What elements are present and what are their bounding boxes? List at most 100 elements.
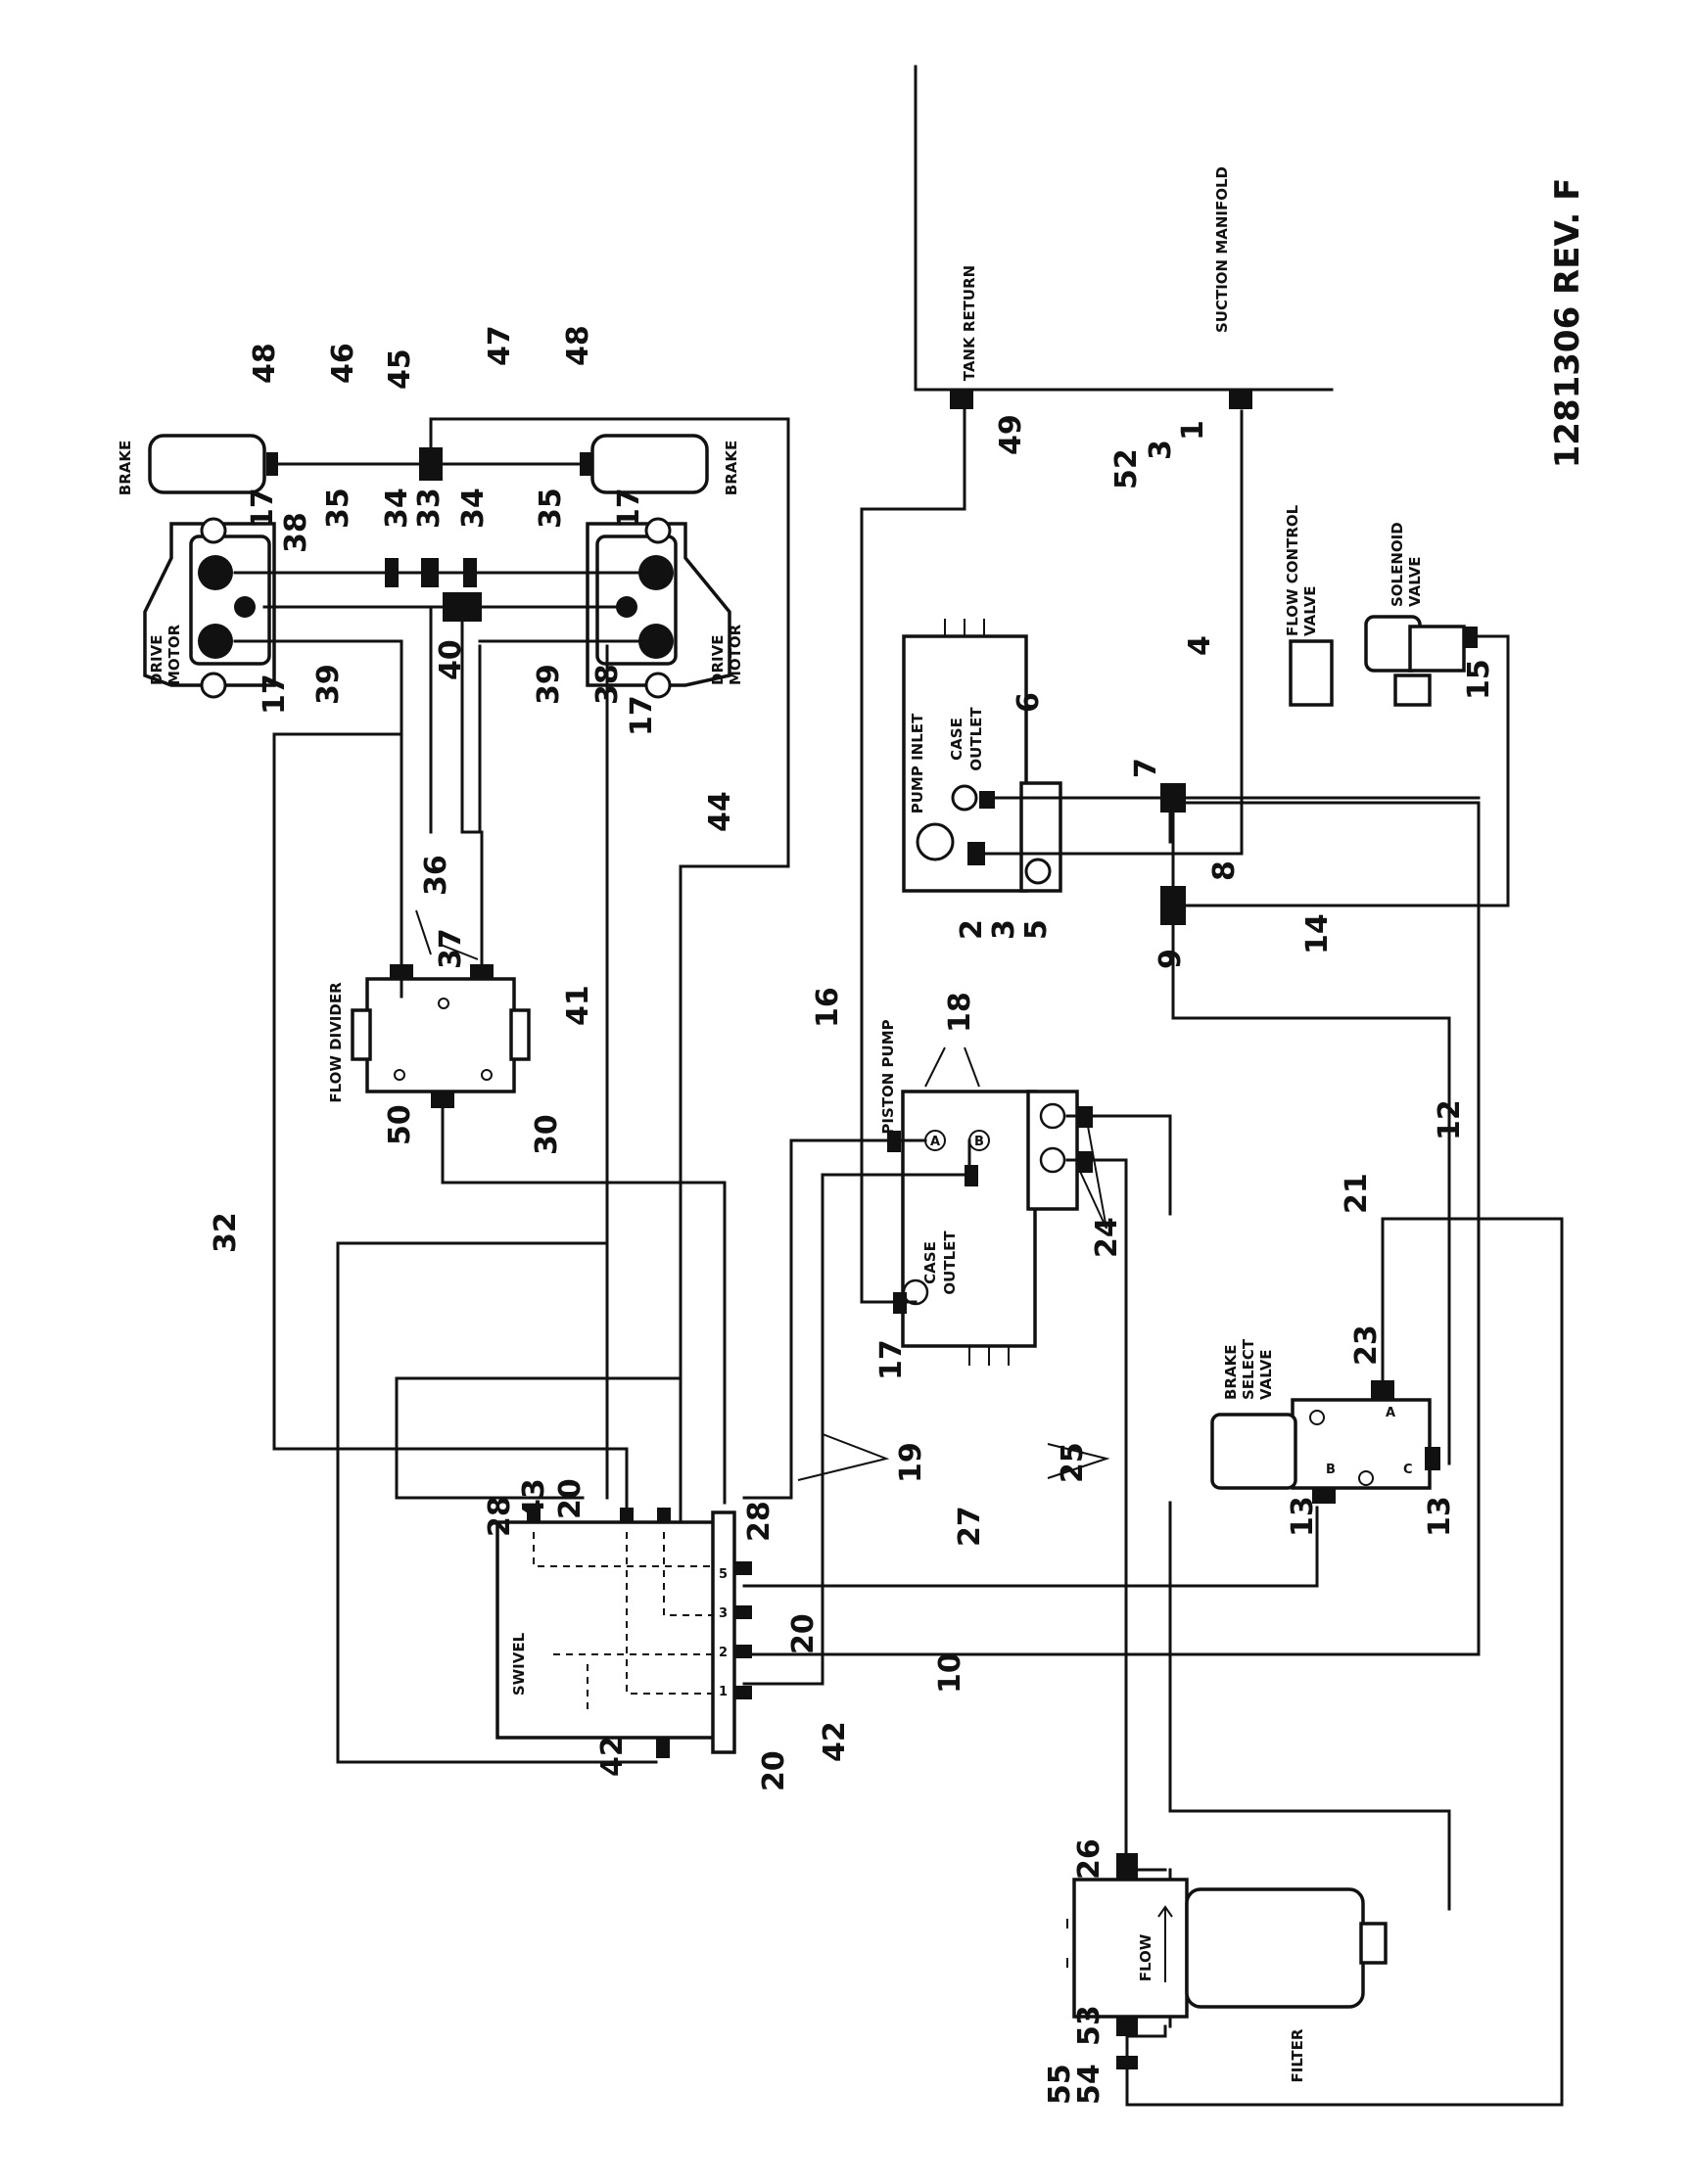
- callout-7: 7: [1129, 758, 1163, 778]
- callout-20-top: 20: [553, 1478, 588, 1519]
- port-a-letter-bsv: A: [1386, 1406, 1395, 1420]
- callout-17-a: 17: [246, 488, 280, 529]
- callout-3-pump: 3: [987, 919, 1021, 940]
- callout-35-b: 35: [534, 488, 568, 529]
- callout-49: 49: [994, 414, 1028, 455]
- callout-48-left: 48: [248, 343, 282, 384]
- callout-44: 44: [703, 791, 737, 832]
- brake-select-valve-label: BRAKESELECTVALVE: [1222, 1338, 1275, 1400]
- callout-38-b: 38: [590, 664, 625, 705]
- callout-34-b: 34: [456, 488, 491, 529]
- callout-32: 32: [209, 1212, 243, 1253]
- callout-24: 24: [1090, 1217, 1124, 1258]
- callout-5: 5: [1019, 919, 1054, 940]
- callout-30: 30: [530, 1114, 564, 1155]
- brake-select-valve: A B C BRAKESELECTVALVE: [1210, 1338, 1440, 1504]
- callout-43: 43: [517, 1478, 551, 1519]
- drive-motor-left: DRIVEMOTOR: [143, 517, 276, 699]
- callout-47: 47: [483, 325, 517, 366]
- callout-38-a: 38: [279, 512, 313, 553]
- swivel-port-2: 2: [719, 1646, 728, 1660]
- callout-12: 12: [1433, 1099, 1467, 1140]
- callout-55: 55: [1043, 2064, 1077, 2105]
- callout-41: 41: [561, 985, 595, 1026]
- swivel-port-3: 3: [719, 1606, 728, 1621]
- swivel-port-1: 1: [719, 1685, 728, 1699]
- callout-3-manifold: 3: [1144, 440, 1178, 460]
- callout-39-a: 39: [311, 664, 346, 705]
- callout-15: 15: [1462, 659, 1496, 700]
- brake-right-label: BRAKE: [723, 441, 740, 495]
- brake-left-fitting: [266, 452, 278, 476]
- port-c-letter-bsv: C: [1403, 1463, 1413, 1477]
- callout-50: 50: [383, 1104, 417, 1145]
- callout-21: 21: [1340, 1173, 1374, 1214]
- callout-17-c: 17: [258, 674, 292, 715]
- drive-motor-right-label: DRIVEMOTOR: [709, 624, 744, 685]
- flow-control-valve: FLOW CONTROLVALVE SOLENOIDVALVE: [1284, 504, 1478, 707]
- brake-right: BRAKE: [590, 434, 740, 495]
- solenoid-valve-label: SOLENOIDVALVE: [1389, 522, 1424, 607]
- callout-39-b: 39: [532, 664, 566, 705]
- callout-20-bottom: 20: [757, 1750, 791, 1791]
- callout-26: 26: [1072, 1838, 1106, 1880]
- flow-divider-label: FLOW DIVIDER: [327, 982, 345, 1103]
- callout-20-mid: 20: [786, 1613, 821, 1654]
- callout-42-left: 42: [595, 1736, 630, 1777]
- callout-45: 45: [383, 349, 417, 390]
- port-b-letter-bsv: B: [1326, 1463, 1336, 1477]
- filter-flow-label: FLOW: [1137, 1933, 1154, 1981]
- flow-divider: FLOW DIVIDER: [327, 964, 531, 1108]
- swivel-port-5: 5: [719, 1567, 728, 1582]
- callout-25: 25: [1056, 1442, 1090, 1483]
- callout-4: 4: [1183, 635, 1217, 656]
- callout-8: 8: [1207, 860, 1242, 881]
- filter-label: FILTER: [1289, 2028, 1306, 2082]
- callout-52: 52: [1109, 448, 1144, 489]
- callout-1: 1: [1176, 420, 1210, 441]
- piston-pump-label: PISTON PUMP: [879, 1019, 897, 1134]
- port-b-letter: B: [974, 1135, 984, 1149]
- port-a-letter: A: [930, 1135, 940, 1149]
- callout-16: 16: [811, 987, 845, 1028]
- callout-36: 36: [419, 855, 453, 896]
- filter: FLOW FILTER: [1066, 1853, 1388, 2082]
- suction-manifold-label: SUCTION MANIFOLD: [1213, 166, 1231, 333]
- callout-28-right: 28: [742, 1501, 777, 1542]
- callout-18: 18: [943, 992, 977, 1033]
- callout-9: 9: [1154, 949, 1188, 969]
- callouts: 48 46 45 47 48 17 38 35 34 33 34 35 17 1…: [209, 325, 1496, 2105]
- callout-17-pump: 17: [874, 1339, 909, 1380]
- callout-54: 54: [1072, 2064, 1106, 2105]
- brake-left: BRAKE: [117, 434, 266, 495]
- flow-control-valve-label: FLOW CONTROLVALVE: [1284, 504, 1319, 636]
- callout-6: 6: [1012, 692, 1046, 713]
- callout-28-left: 28: [483, 1496, 517, 1537]
- tank: TANK RETURN SUCTION MANIFOLD: [914, 65, 1334, 392]
- tank-return-label: TANK RETURN: [961, 265, 978, 381]
- callout-10: 10: [933, 1652, 967, 1694]
- callout-17-b: 17: [612, 488, 646, 529]
- callout-40: 40: [434, 639, 468, 680]
- swivel: SWIVEL 5 3 2 1: [495, 1508, 752, 1758]
- callout-2: 2: [955, 919, 989, 940]
- brake-tee: [419, 447, 443, 481]
- callout-46: 46: [326, 343, 360, 384]
- callout-13-left: 13: [1286, 1496, 1320, 1537]
- callout-17-d: 17: [625, 695, 659, 736]
- pump-inlet-label: PUMP INLET: [909, 713, 926, 813]
- callout-19: 19: [894, 1442, 928, 1483]
- drive-motor-left-label: DRIVEMOTOR: [148, 624, 183, 685]
- callout-13-right: 13: [1423, 1496, 1457, 1537]
- callout-33: 33: [412, 488, 447, 529]
- callout-48-right: 48: [561, 325, 595, 366]
- callout-14: 14: [1300, 913, 1335, 954]
- drive-motor-right: DRIVEMOTOR: [586, 517, 744, 699]
- swivel-label: SWIVEL: [510, 1632, 528, 1696]
- callout-35-a: 35: [321, 488, 355, 529]
